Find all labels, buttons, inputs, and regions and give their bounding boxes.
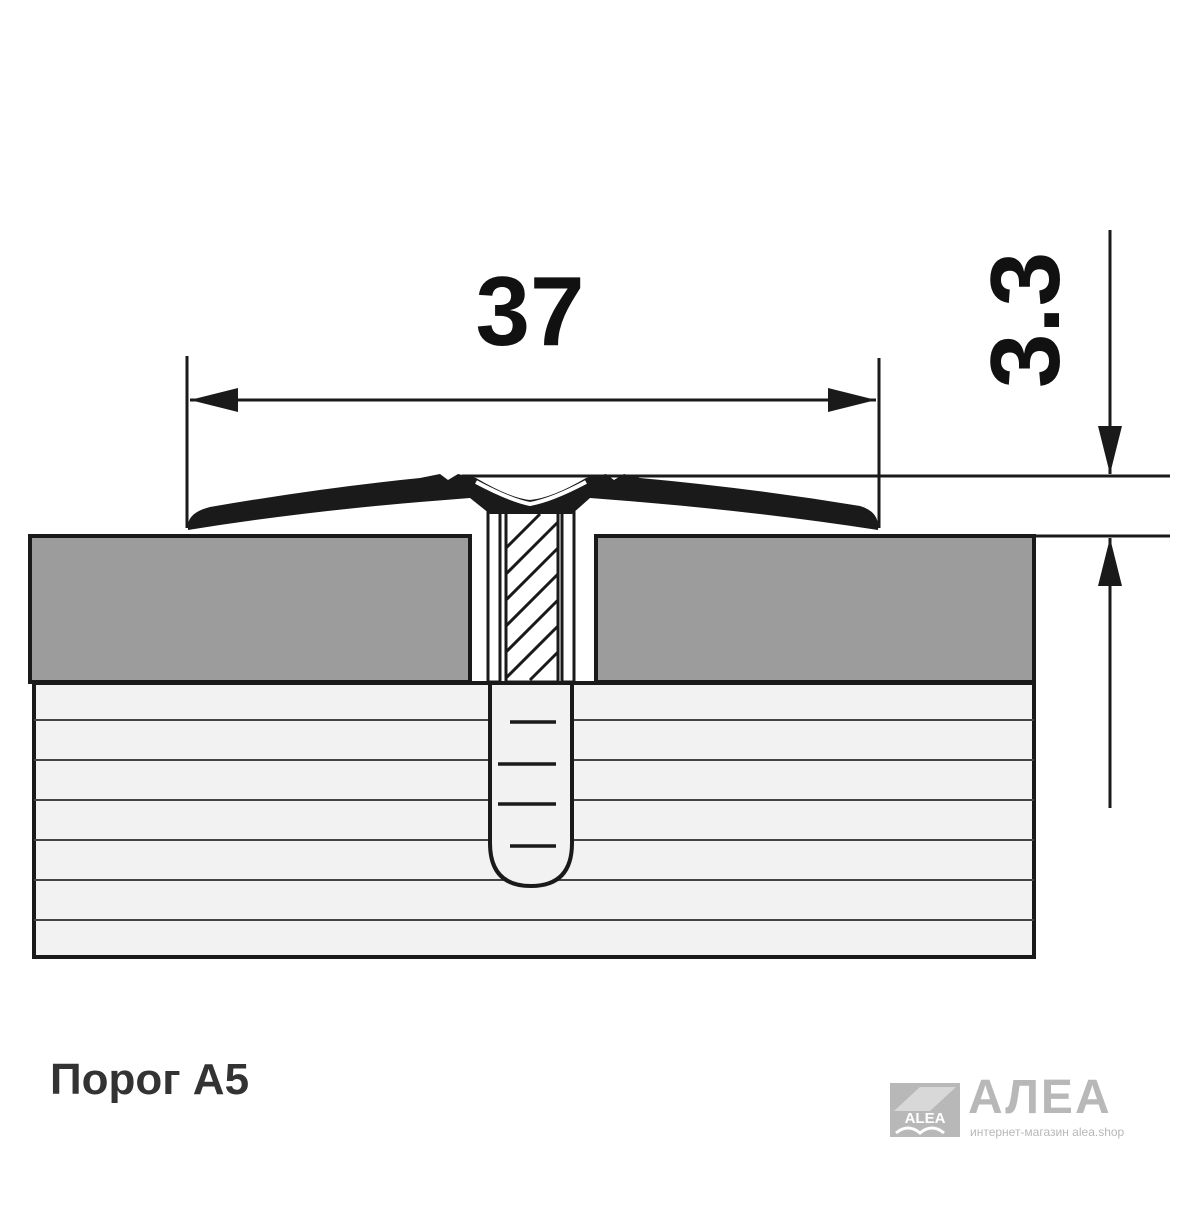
brand-logo-text: ALEA	[905, 1110, 946, 1127]
height-label: 3.3	[970, 251, 1080, 389]
brand-tagline: интернет-магазин alea.shop	[970, 1125, 1125, 1139]
brand-name: АЛЕА	[968, 1071, 1112, 1124]
profile-cap	[188, 474, 879, 530]
floor-covering-left	[28, 534, 472, 684]
brand-logo-icon: ALEA	[890, 1083, 960, 1142]
height-dimension	[462, 230, 1170, 808]
width-dimension	[185, 356, 881, 528]
dowel-hole	[488, 681, 574, 889]
product-caption: Порог А5	[50, 1055, 250, 1104]
dowel-marks	[498, 720, 556, 848]
width-label: 37	[475, 256, 585, 366]
profile-stem	[486, 510, 576, 684]
floor-covering-right	[594, 534, 1036, 684]
